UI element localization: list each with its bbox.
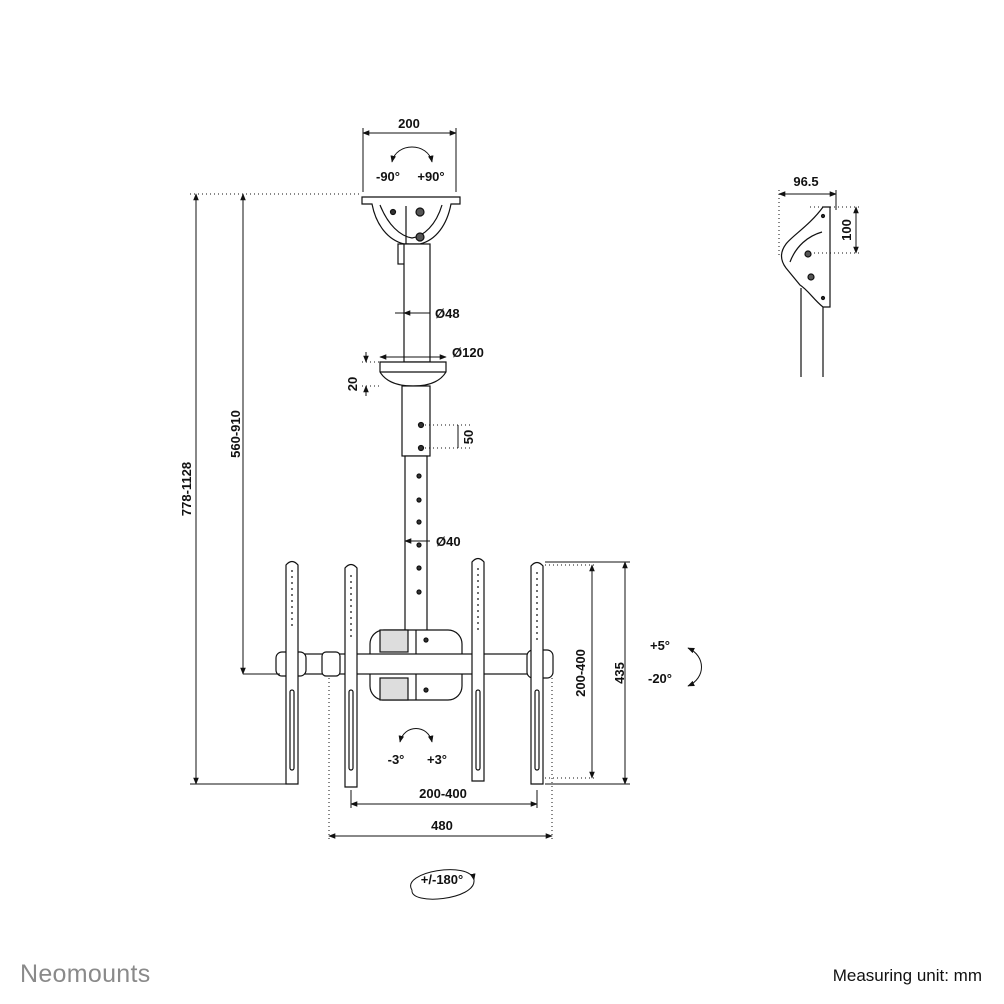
plate-width-label: 200 xyxy=(398,116,420,131)
vesa-bracket xyxy=(285,560,299,785)
tilt-up-label: +5° xyxy=(650,638,670,653)
measuring-unit: Measuring unit: mm xyxy=(832,966,982,985)
side-height-label: 100 xyxy=(839,219,854,241)
side-depth-label: 96.5 xyxy=(793,174,818,189)
plate-rotation-right-label: +90° xyxy=(417,169,444,184)
bracket-height-label: 435 xyxy=(612,662,627,684)
vesa-bracket xyxy=(344,563,358,788)
brand-logo: Neomounts xyxy=(20,960,151,988)
pole-diameter-top-label: Ø48 xyxy=(435,306,460,321)
side-dimension-lines xyxy=(778,190,860,258)
pole-cover xyxy=(379,361,447,387)
horizontal-bar xyxy=(275,649,554,679)
pole-lower xyxy=(401,385,431,637)
vesa-horizontal-label: 200-400 xyxy=(419,786,467,801)
side-view xyxy=(780,206,831,377)
cover-diameter-label: Ø120 xyxy=(452,345,484,360)
rotation-label: +/-180° xyxy=(421,872,463,887)
hole-spacing-label: 50 xyxy=(461,430,476,444)
pole-diameter-bottom-label: Ø40 xyxy=(436,534,461,549)
vesa-bracket xyxy=(530,561,544,785)
ceiling-plate xyxy=(361,196,461,265)
swivel-right-label: +3° xyxy=(427,752,447,767)
swivel-left-label: -3° xyxy=(388,752,405,767)
total-width-label: 480 xyxy=(431,818,453,833)
pole-length-label: 560-910 xyxy=(228,410,243,458)
tilt-down-label: -20° xyxy=(648,671,672,686)
cover-height-label: 20 xyxy=(345,377,360,391)
plate-rotation-left-label: -90° xyxy=(376,169,400,184)
dimension-lines xyxy=(190,128,702,900)
vesa-bracket xyxy=(471,557,485,782)
vesa-vertical-label: 200-400 xyxy=(573,649,588,697)
total-height-label: 778-1128 xyxy=(179,462,194,516)
pole-upper xyxy=(403,243,431,363)
